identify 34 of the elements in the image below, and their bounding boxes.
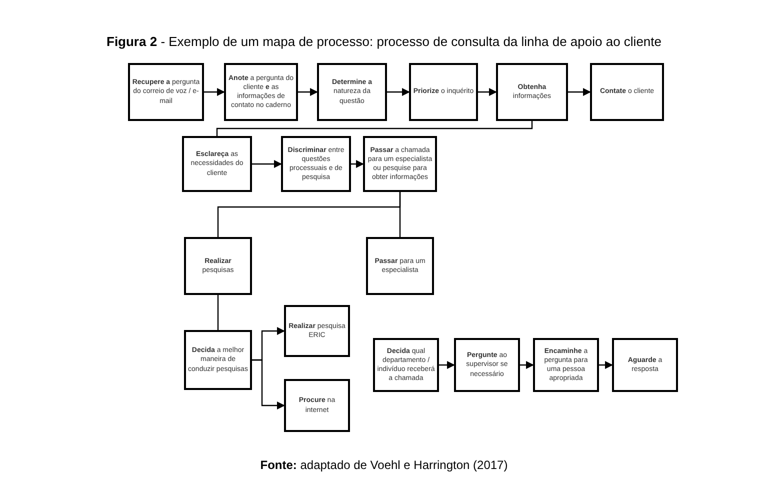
arrow xyxy=(599,361,613,369)
arrow xyxy=(520,361,534,369)
process-box xyxy=(184,330,252,390)
process-box xyxy=(454,338,520,392)
arrow xyxy=(252,359,285,410)
process-box xyxy=(284,305,350,357)
arrow xyxy=(204,88,225,96)
process-box xyxy=(224,63,298,121)
arrow xyxy=(478,88,497,96)
process-box xyxy=(533,338,599,392)
process-box xyxy=(182,136,252,192)
process-box xyxy=(128,63,204,121)
figure-title: Figura 2 - Exemplo de um mapa de processo: processo de consulta da linha de apoio ao cliente xyxy=(106,33,662,51)
process-box xyxy=(590,63,664,121)
arrow xyxy=(252,160,282,168)
arrow xyxy=(351,160,364,168)
process-box xyxy=(363,136,437,192)
process-box xyxy=(281,136,351,192)
arrow xyxy=(298,88,318,96)
arrow xyxy=(568,88,591,96)
figure-caption: Fonte: adaptado de Voehl e Harrington (2017) xyxy=(259,457,509,474)
connector-line xyxy=(217,295,219,330)
process-box xyxy=(496,63,568,121)
process-box xyxy=(317,63,387,121)
connector-line xyxy=(216,121,533,136)
process-box xyxy=(409,63,478,121)
process-box xyxy=(612,338,678,392)
process-box xyxy=(284,379,350,432)
process-box xyxy=(366,237,434,295)
arrow xyxy=(439,361,455,369)
process-box xyxy=(373,338,439,392)
arrow xyxy=(387,88,410,96)
process-box xyxy=(184,237,252,295)
connector-line xyxy=(399,192,401,237)
